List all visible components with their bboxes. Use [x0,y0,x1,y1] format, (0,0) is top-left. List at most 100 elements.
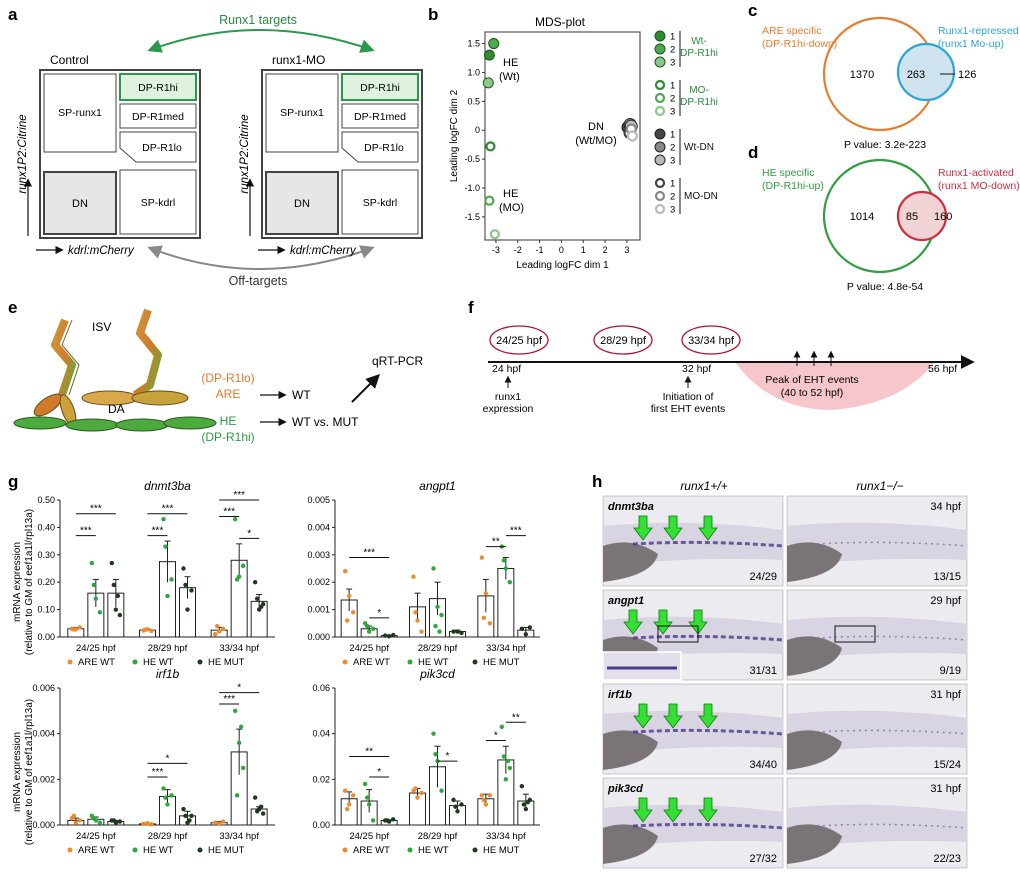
plot-frame [484,31,641,241]
isv-vessel-2 [132,308,162,399]
expression-label: expression [483,403,534,415]
data-point [216,821,222,827]
t56-label: 56 hpf [928,363,957,375]
legend-number: 3 [670,58,675,69]
ish-stage: 31 hpf [930,689,962,701]
data-point [419,629,424,634]
down-arrow-icon [633,703,653,729]
venn-title: (DP-R1hi-up) [762,180,824,192]
data-point [415,795,420,800]
gate-dp-lo [341,131,419,163]
y-tick-label: 0.00 [312,820,330,830]
down-arrow-icon [623,609,643,635]
panel-f: f 24/25 hpf 28/29 hpf 33/34 hpf 24 hpf 3… [468,298,975,415]
data-point [111,818,117,823]
venn-title: HE specific [762,167,815,179]
gate-dn [265,171,339,235]
data-point [459,802,464,807]
y-tick-label: 0.000 [32,820,55,830]
mds-point [485,141,496,152]
legend-marker [654,154,666,166]
legend-label: Wt-DN [684,142,714,153]
x-tick-label: 24/25 hpf [76,831,116,842]
wt-label: WT [292,388,311,402]
data-point [419,790,424,796]
data-point [527,625,533,630]
legend-number: 3 [670,156,675,167]
down-arrow-icon [633,515,653,541]
venn-count-overlap: 263 [907,69,925,81]
significance-label: * [237,683,241,694]
panel-letter: h [592,472,602,491]
legend-marker [342,847,348,853]
panel-h: h runx1+/+ runx1−/− 24/29dnmt3ba13/1534 … [592,472,968,869]
legend-label: ARE WT [353,845,390,856]
legend-marker [654,105,666,117]
ish-count-wt: 24/29 [749,571,777,583]
legend-marker [407,847,413,853]
data-point [455,809,460,814]
significance-label: * [377,608,381,619]
gate-title: runx1-MO [272,53,325,67]
significance-label: * [247,528,251,539]
gate-label: SP-runx1 [58,107,102,119]
peak-range-label: (40 to 52 hpf) [781,387,843,399]
data-point [93,596,99,601]
qrtpcr-arrow [351,374,380,403]
data-point [163,544,168,549]
y-axis-label-sub: (relative to GM of eef1a1l/rpl13a) [24,699,35,845]
data-point [483,590,489,596]
legend-label: MO- [689,85,708,96]
yolk [603,824,658,864]
x-tick-label: -1 [536,245,544,255]
y-axis-label: runx1P2:Citrine [17,114,29,193]
data-point [97,820,103,825]
expression-signal [816,823,968,829]
data-point [212,632,218,637]
p-value: P value: 3.2e-223 [844,139,926,151]
y-tick-label: 0.40 [37,522,55,532]
chart-title: dnmt3ba [144,479,191,493]
data-point [161,786,166,791]
data-point [89,560,95,566]
y-tick-label: 0.10 [37,605,55,615]
isv-vessel [51,318,76,397]
data-point [115,593,121,599]
mds-point [484,195,495,206]
x-tick-label: 2 [603,245,608,255]
y-axis-label: mRNA expression [12,542,23,622]
venn-title: (runx1 MO-down) [938,180,1020,192]
venn-title: Runx1-repressed [938,25,1019,37]
gate-label: SP-runx1 [280,107,324,119]
data-point [346,802,352,807]
data-point [169,577,174,582]
y-tick-label: 1.0 [467,67,480,77]
x-tick-label: 28/29 hpf [148,831,188,842]
he-cell [115,418,169,432]
data-point [519,783,525,789]
data-point [71,627,77,632]
gate-dp-med [119,103,197,129]
significance-label: *** [90,504,102,515]
significance-label: *** [510,526,522,537]
legend-label: Wt- [691,36,707,47]
panel-letter: d [748,143,758,162]
legend-number: 2 [670,45,675,56]
down-arrow-icon [698,797,718,823]
legend-marker [342,659,348,665]
ish-count-mut: 15/24 [933,759,961,771]
data-point [344,618,350,623]
data-point [344,806,350,812]
data-point [523,632,529,637]
x-tick-label: 33/34 hpf [486,831,526,842]
data-point [370,626,376,631]
data-point [523,806,529,812]
x-tick-label: 3 [624,245,629,255]
zoom-box [834,625,876,643]
y-tick-label: 0.06 [312,683,330,693]
y-tick-label: 0.004 [32,729,55,739]
legend-marker [654,79,666,91]
data-point [364,795,370,800]
